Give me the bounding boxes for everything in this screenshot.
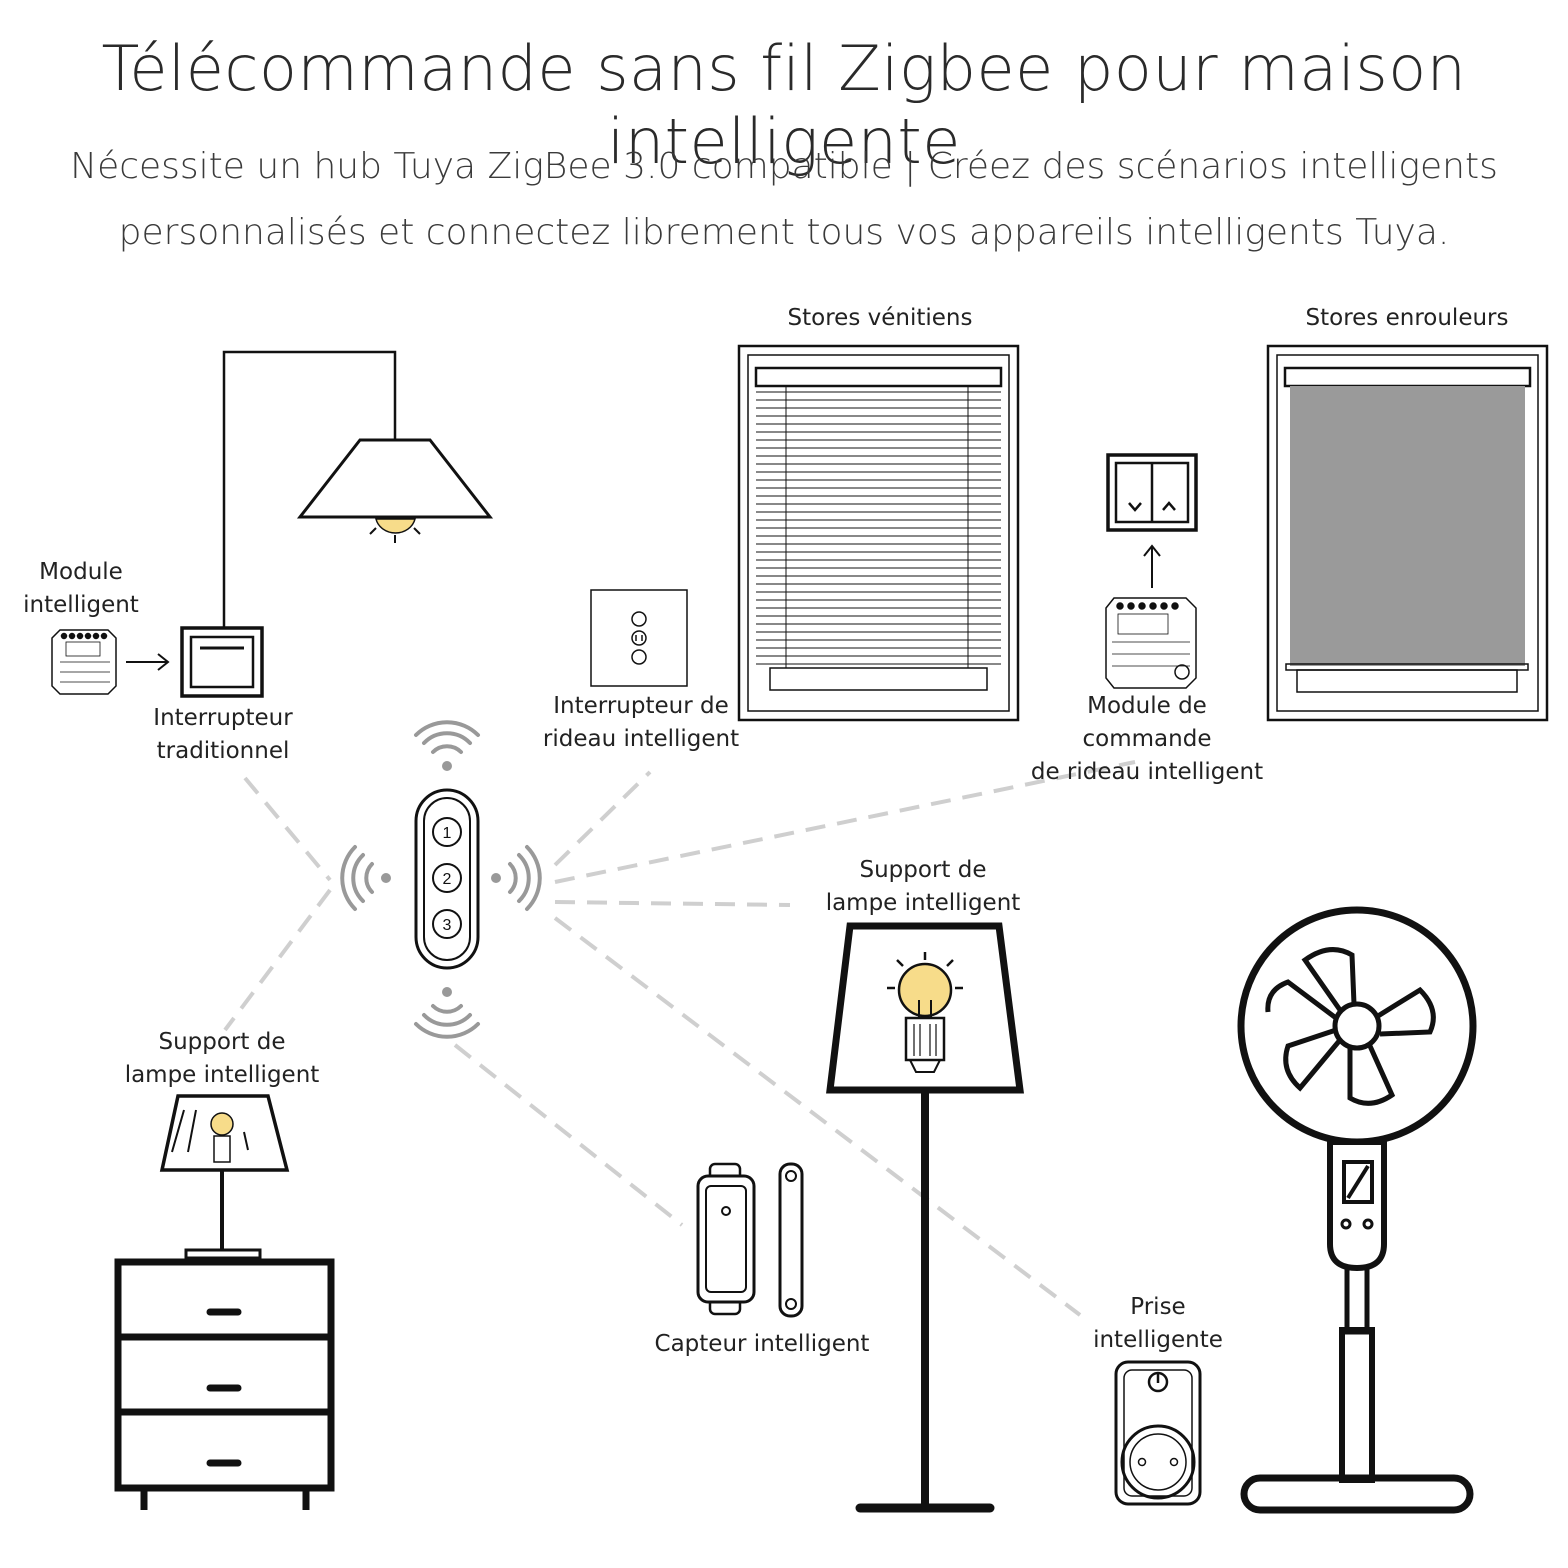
remote-button-3-label: 3: [443, 917, 452, 934]
stand-fan-icon: [1237, 906, 1477, 1514]
connection-lines: [223, 760, 1136, 1317]
label-floor-lamp: Support de lampe intelligent: [812, 854, 1034, 920]
wifi-wave-icon: [340, 720, 542, 1039]
remote-button-1-label: 1: [443, 825, 452, 842]
curtain-double-switch-icon: [1106, 453, 1198, 532]
label-curtain-module-line1: Module de commande: [1082, 693, 1212, 752]
curtain-module-icon: [1105, 597, 1197, 689]
label-traditional-switch-line1: Interrupteur: [153, 705, 293, 731]
label-smart-plug: Prise intelligente: [1080, 1291, 1236, 1357]
table-lamp-icon: [159, 1094, 290, 1260]
arrow-module-to-double-switch: [1143, 544, 1161, 588]
label-curtain-module-line2: de rideau intelligent: [1030, 759, 1264, 785]
subtitle-line-1: Nécessite un hub Tuya ZigBee 3.0 compati…: [70, 146, 1498, 187]
curtain-switch-icon: [590, 589, 688, 687]
arrow-module-to-switch: [126, 653, 170, 671]
smart-plug-icon: [1114, 1360, 1202, 1506]
label-smart-module: Module intelligent: [10, 556, 152, 622]
venetian-blind-icon: [737, 344, 1020, 722]
pendant-lamp-icon: [222, 350, 494, 628]
roller-blind-icon: [1266, 344, 1549, 722]
subtitle-line-2: personnalisés et connectez librement tou…: [118, 212, 1450, 253]
label-curtain-switch-line1: Interrupteur de: [553, 693, 729, 719]
label-curtain-switch-line2: rideau intelligent: [542, 726, 740, 752]
label-table-lamp-line1: Support de: [158, 1029, 286, 1055]
label-smart-module-line2: intelligent: [23, 592, 139, 618]
wall-switch-icon: [180, 626, 264, 698]
label-sensor: Capteur intelligent: [654, 1331, 870, 1357]
label-table-lamp-line2: lampe intelligent: [124, 1062, 320, 1088]
remote-button-2-label: 2: [443, 871, 452, 888]
floor-lamp-icon: [826, 922, 1024, 1513]
label-smart-plug-line2: intelligente: [1093, 1327, 1223, 1353]
label-traditional-switch: Interrupteur traditionnel: [133, 702, 313, 768]
label-venetian-blinds: Stores vénitiens: [787, 305, 973, 331]
label-floor-lamp-line2: lampe intelligent: [825, 890, 1021, 916]
label-curtain-switch: Interrupteur de rideau intelligent: [535, 690, 747, 756]
smart-module-icon: [51, 629, 117, 695]
page-title: Télécommande sans fil Zigbee pour maison…: [101, 32, 1467, 178]
label-smart-plug-line1: Prise: [1130, 1294, 1186, 1320]
zigbee-remote-icon: [414, 788, 480, 970]
label-floor-lamp-line1: Support de: [859, 857, 987, 883]
label-traditional-switch-line2: traditionnel: [156, 738, 290, 764]
label-smart-module-line1: Module: [39, 559, 123, 585]
label-table-lamp: Support de lampe intelligent: [108, 1026, 336, 1092]
label-curtain-module: Module de commande de rideau intelligent: [1022, 690, 1272, 789]
dresser-icon: [114, 1258, 335, 1510]
door-sensor-icon: [696, 1162, 804, 1318]
label-roller-blinds: Stores enrouleurs: [1305, 305, 1509, 331]
